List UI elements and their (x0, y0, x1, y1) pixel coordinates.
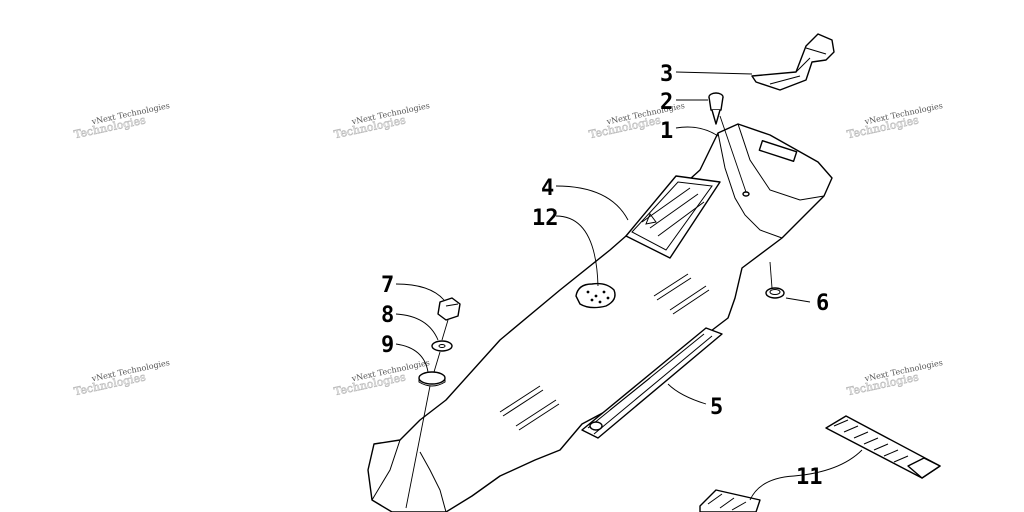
leader-lines (395, 71, 863, 501)
callout-1: 1 (660, 119, 673, 144)
decal-label-4 (625, 175, 721, 259)
callout-11: 11 (796, 465, 823, 490)
decal-strip-5 (581, 327, 723, 439)
fastener-axis (405, 319, 449, 509)
callout-2: 2 (660, 90, 673, 115)
screw-2 (708, 92, 747, 193)
callout-7: 7 (381, 273, 394, 298)
grommet-6 (765, 261, 785, 299)
callout-6: 6 (816, 291, 829, 316)
nut-7 (437, 297, 461, 321)
callout-5: 5 (710, 395, 723, 420)
callout-3: 3 (660, 62, 673, 87)
clip-bracket-3 (751, 33, 835, 91)
callout-4: 4 (541, 176, 554, 201)
callout-12: 12 (532, 206, 559, 231)
washer-8 (431, 340, 453, 352)
adhesive-patch-12 (575, 282, 616, 309)
traction-strip-11b (699, 489, 761, 512)
spacer-9 (418, 371, 446, 387)
tunnel-panel (367, 123, 833, 512)
traction-strip-11a (825, 415, 941, 479)
callout-9: 9 (381, 333, 394, 358)
callout-8: 8 (381, 303, 394, 328)
